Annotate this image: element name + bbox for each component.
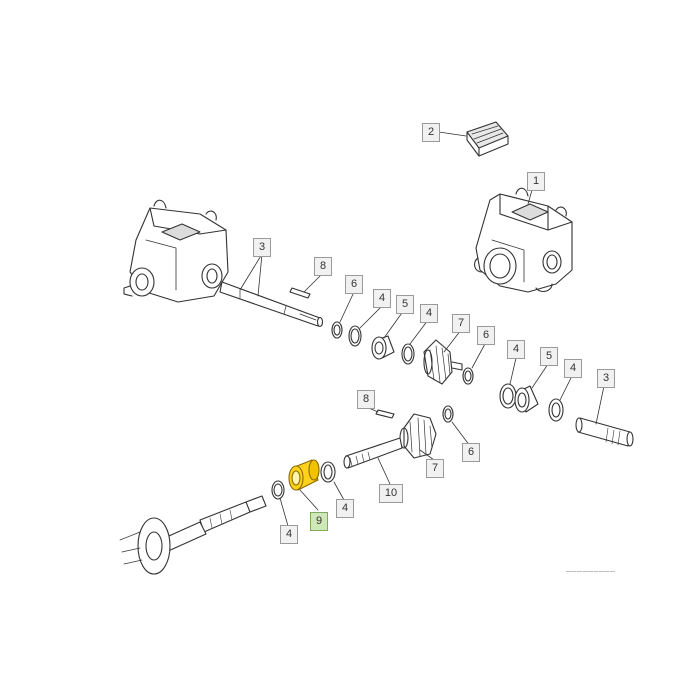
callout-part-6-lower[interactable]: 6: [462, 443, 480, 462]
callout-part-7-upper[interactable]: 7: [452, 314, 470, 333]
callout-part-6-upper[interactable]: 6: [345, 275, 363, 294]
part-6-ring-lower: [442, 405, 454, 423]
callout-part-4-upper-a[interactable]: 4: [373, 289, 391, 308]
upper-bearing-stack: [331, 321, 415, 365]
right-bearing-stack: [499, 383, 564, 422]
part-10-splined-shaft: [343, 437, 403, 469]
part-7-bevel-gear-lower: [399, 413, 437, 459]
callout-part-9-selected[interactable]: 9: [310, 512, 328, 531]
callout-part-6-right[interactable]: 6: [477, 326, 495, 345]
callout-part-4-right-b[interactable]: 4: [564, 359, 582, 378]
part-2-breather-cap: [466, 121, 509, 157]
part-8-key-lower: [375, 409, 395, 419]
part-6-ring-right: [462, 367, 474, 385]
drawing-reference-code: —————————: [566, 569, 616, 575]
pto-driveline: [119, 495, 267, 575]
callout-part-7-lower[interactable]: 7: [426, 459, 444, 478]
callout-part-5-upper[interactable]: 5: [396, 295, 414, 314]
callout-part-1[interactable]: 1: [527, 172, 545, 191]
leader-lines: [239, 131, 605, 527]
callout-part-5-right[interactable]: 5: [540, 347, 558, 366]
part-9-bearing-highlighted[interactable]: [288, 459, 320, 491]
callout-part-4-lower-a[interactable]: 4: [336, 499, 354, 518]
callout-part-8-lower[interactable]: 8: [357, 390, 375, 409]
part-1-gearbox-housing: [473, 187, 573, 293]
callout-part-3-right[interactable]: 3: [597, 369, 615, 388]
left-gearbox-housing: [123, 199, 229, 303]
part-3-shaft-right: [575, 417, 634, 447]
callout-part-3-upper[interactable]: 3: [253, 238, 271, 257]
callout-part-4-right-a[interactable]: 4: [507, 340, 525, 359]
callout-part-4-upper-b[interactable]: 4: [420, 304, 438, 323]
part-7-bevel-gear-upper: [423, 339, 463, 385]
callout-part-2[interactable]: 2: [422, 123, 440, 142]
part-3-shaft-upper: [219, 281, 324, 328]
callout-part-4-lower-b[interactable]: 4: [280, 525, 298, 544]
lower-bearing-stack: [271, 459, 336, 500]
callout-part-10[interactable]: 10: [379, 484, 403, 503]
callout-part-8-upper[interactable]: 8: [314, 257, 332, 276]
